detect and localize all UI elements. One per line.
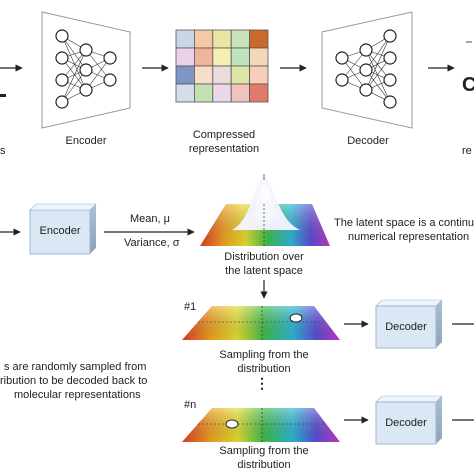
grid-cell: [249, 65, 269, 85]
sample-1-index: #1: [184, 301, 197, 313]
grid-cell: [175, 47, 195, 67]
sample-n-caption-line1: Sampling from the: [219, 445, 309, 457]
decoder-box-1-label: Decoder: [385, 321, 427, 333]
grid-cell: [175, 65, 195, 85]
left-note-line3: molecular representations: [14, 389, 141, 401]
grid-cell: [193, 83, 214, 103]
sample-n-caption-line2: distribution: [237, 459, 291, 471]
grid-cell: [193, 65, 214, 85]
latent-note-line2: numerical representation: [348, 231, 470, 243]
decoder-box-1-graphic: [375, 299, 443, 349]
left-note-line1: s are randomly sampled from: [4, 361, 147, 373]
right-edge-big-fragment: C: [462, 74, 474, 96]
distribution-caption-line2: the latent space: [225, 265, 303, 277]
latent-note-line1: The latent space is a continuo: [334, 217, 474, 229]
right-edge-small-fragment: re: [462, 145, 472, 157]
sample-1-surface: [182, 306, 340, 340]
grid-cell: [230, 83, 250, 103]
grid-cell: [249, 83, 269, 103]
variance-label: Variance, σ: [124, 237, 180, 249]
vertical-ellipsis: ⋮: [255, 375, 269, 391]
sample-1-caption-line2: distribution: [237, 363, 291, 375]
decoder-network-icon: [321, 11, 413, 129]
grid-cell: [249, 29, 269, 49]
latent-distribution-surface: [200, 174, 330, 246]
grid-cell: [230, 47, 250, 67]
grid-cell: [230, 29, 250, 49]
grid-cell: [212, 29, 232, 49]
encoder-network-icon: [41, 11, 131, 129]
sample-n-surface: [182, 408, 340, 442]
decoder-caption: Decoder: [347, 135, 389, 147]
left-note-line2: ribution to be decoded back to: [0, 375, 148, 387]
grid-cell: [212, 65, 232, 85]
grid-cell: [212, 47, 232, 67]
grid-cell: [249, 47, 269, 67]
grid-cell: [175, 29, 195, 49]
grid-cell: [193, 29, 214, 49]
sample-1-caption-line1: Sampling from the: [219, 349, 309, 361]
distribution-caption-line1: Distribution over: [224, 251, 304, 263]
grid-cell: [212, 83, 232, 103]
top-left-arrow: [0, 64, 23, 97]
compressed-representation-grid: [175, 29, 269, 103]
decoder-box-n-graphic: [375, 395, 443, 445]
grid-cell: [175, 83, 195, 103]
compressed-caption-line1: Compressed: [192, 129, 256, 141]
grid-cell: [193, 47, 214, 67]
sample-n-index: #n: [184, 399, 197, 411]
mean-label: Mean, μ: [130, 213, 170, 225]
encoder-caption: Encoder: [65, 135, 107, 147]
encoder-box-label: Encoder: [39, 225, 81, 237]
left-edge-text-fragment: s: [0, 145, 6, 157]
decoder-box-n-label: Decoder: [385, 417, 427, 429]
encoder-box-graphic: [29, 203, 97, 255]
compressed-caption-line2: representation: [188, 143, 260, 155]
grid-cell: [230, 65, 250, 85]
